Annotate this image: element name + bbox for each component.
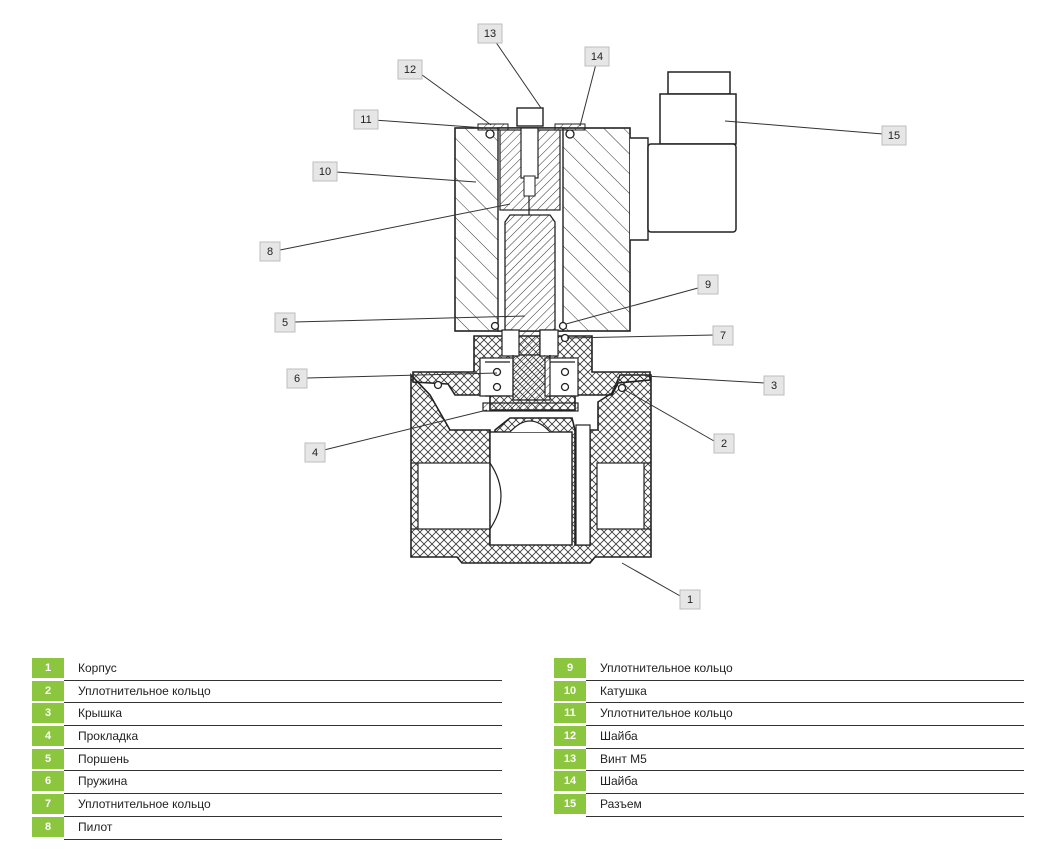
legend-number: 8 <box>32 816 64 838</box>
legend-number: 12 <box>554 726 586 748</box>
legend-label: Прокладка <box>78 729 139 744</box>
callout-1: 1 <box>679 589 701 610</box>
legend-number: 4 <box>32 726 64 748</box>
legend-number: 9 <box>554 658 586 679</box>
legend-label: Шайба <box>600 774 638 789</box>
callout-2: 2 <box>713 433 735 454</box>
callout-3: 3 <box>763 375 785 396</box>
legend-label: Уплотнительное кольцо <box>600 706 733 721</box>
o-ring-9 <box>558 321 568 331</box>
body-part <box>410 372 652 564</box>
callout-label: 6 <box>294 373 300 385</box>
spring-part <box>485 361 575 397</box>
legend-number: 7 <box>32 794 64 816</box>
legend-row: 7 Уплотнительное кольцо <box>32 794 502 817</box>
callout-14: 14 <box>584 46 610 67</box>
top-fasteners <box>477 107 586 139</box>
o-ring-cover <box>433 380 443 390</box>
legend-row: 8 Пилот <box>32 816 502 840</box>
legend-row: 13 Винт М5 <box>554 748 1024 772</box>
legend-row: 15 Разъем <box>554 794 1024 817</box>
legend-label: Катушка <box>600 683 647 698</box>
legend-label: Поршень <box>78 751 130 766</box>
legend-row: 10 Катушка <box>554 680 1024 704</box>
legend-label: Корпус <box>78 661 117 675</box>
callout-label: 15 <box>888 130 900 142</box>
legend-row: 1 Корпус <box>32 658 502 681</box>
legend-number: 1 <box>32 658 64 679</box>
legend-label: Уплотнительное кольцо <box>78 683 211 698</box>
screw-m5 <box>516 107 544 127</box>
callout-9: 9 <box>697 274 719 295</box>
o-ring-11 <box>485 129 495 139</box>
leader-lines <box>279 37 884 598</box>
legend-number: 5 <box>32 748 64 770</box>
callout-12: 12 <box>397 59 423 80</box>
callout-label: 2 <box>721 438 727 450</box>
callout-10: 10 <box>312 161 338 182</box>
legend-label: Крышка <box>78 706 123 721</box>
callout-label: 4 <box>312 447 318 459</box>
legend-number: 14 <box>554 771 586 793</box>
callout-4: 4 <box>304 442 326 463</box>
callout-8: 8 <box>259 241 281 262</box>
callout-label: 12 <box>404 64 416 76</box>
callout-label: 10 <box>319 166 331 178</box>
legend-number: 10 <box>554 680 586 702</box>
legend-label: Пружина <box>78 774 128 789</box>
legend-number: 13 <box>554 748 586 770</box>
callout-7: 7 <box>712 325 734 346</box>
callout-label: 5 <box>282 317 288 329</box>
legend-label: Уплотнительное кольцо <box>78 797 211 812</box>
legend-number: 11 <box>554 703 586 725</box>
legend-label: Шайба <box>600 729 638 744</box>
legend-row: 12 Шайба <box>554 726 1024 749</box>
legend-number: 3 <box>32 703 64 725</box>
gasket-part <box>482 402 579 412</box>
legend-label: Пилот <box>78 819 113 834</box>
legend-label: Разъем <box>600 797 642 812</box>
legend-row: 9 Уплотнительное кольцо <box>554 658 1024 681</box>
callout-13: 13 <box>477 23 503 44</box>
legend-row: 2 Уплотнительное кольцо <box>32 680 502 704</box>
callout-label: 1 <box>687 594 693 606</box>
callout-label: 7 <box>720 330 726 342</box>
callout-6: 6 <box>286 368 308 389</box>
legend-row: 4 Прокладка <box>32 726 502 749</box>
legend-row: 6 Пружина <box>32 771 502 795</box>
callout-5: 5 <box>274 312 296 333</box>
legend-row: 3 Крышка <box>32 703 502 727</box>
legend-number: 2 <box>32 680 64 702</box>
piston-part <box>501 214 559 401</box>
callout-15: 15 <box>881 125 907 146</box>
callout-label: 14 <box>591 51 603 63</box>
callout-label: 9 <box>705 279 711 291</box>
callout-label: 8 <box>267 246 273 258</box>
o-ring-2 <box>617 383 627 393</box>
legend-number: 15 <box>554 794 586 816</box>
callout-11: 11 <box>353 109 379 130</box>
callout-label: 13 <box>484 28 496 40</box>
legend-label: Винт М5 <box>600 751 647 766</box>
legend-row: 11 Уплотнительное кольцо <box>554 703 1024 727</box>
connector-part <box>647 71 737 233</box>
pilot-part <box>499 127 561 215</box>
callout-label: 3 <box>771 380 777 392</box>
legend-number: 6 <box>32 771 64 793</box>
legend-row: 14 Шайба <box>554 771 1024 795</box>
o-ring-top-right <box>565 129 575 139</box>
o-ring-7-left <box>490 321 500 331</box>
callout-label: 11 <box>360 114 371 126</box>
legend-label: Уплотнительное кольцо <box>600 661 733 675</box>
solenoid-valve-cross-section: 1 2 3 4 5 6 7 8 9 10 11 12 13 14 15 <box>259 23 907 610</box>
legend-row: 5 Поршень <box>32 748 502 772</box>
